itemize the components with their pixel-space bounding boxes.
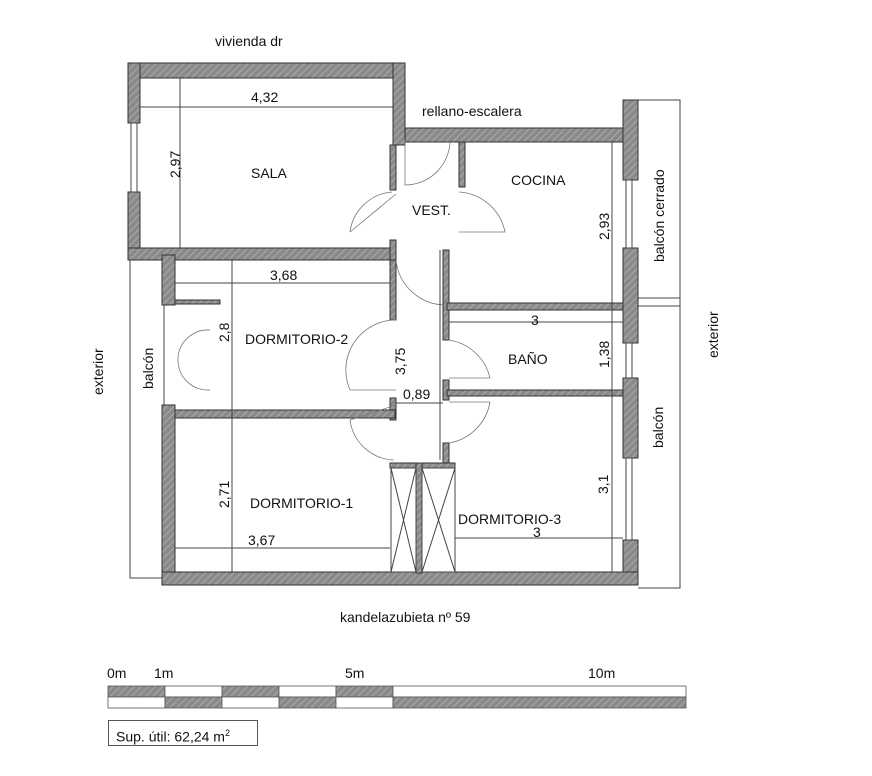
dim-dorm2-width: 3,68 [270, 267, 297, 283]
dim-dorm2-depth: 2,8 [216, 322, 232, 342]
scale-tick-10m: 10m [588, 665, 615, 681]
scale-bar: 0m 1m 5m 10m [107, 665, 687, 709]
balcony-left [129, 259, 165, 579]
dim-dorm1-depth: 2,71 [216, 481, 232, 508]
balcony-left-label: balcón [140, 348, 156, 389]
room-cocina: COCINA [511, 172, 566, 188]
useful-area-label: Sup. útil: 62,24 m [116, 728, 225, 745]
scale-tick-0m: 0m [107, 665, 126, 681]
landing-label: rellano-escalera [422, 103, 522, 119]
dim-sala-depth: 2,97 [167, 151, 183, 178]
dim-sala-width: 4,32 [251, 89, 278, 105]
scale-tick-5m: 5m [345, 665, 364, 681]
dimension-lines [140, 78, 623, 572]
plan-title: vivienda dr [215, 33, 283, 49]
exterior-left-label: exterior [90, 348, 106, 395]
exterior-right-label: exterior [705, 311, 721, 358]
room-dormitorio-3: DORMITORIO-3 [458, 511, 561, 527]
closet [390, 467, 456, 573]
address-label: kandelazubieta nº 59 [340, 609, 471, 625]
room-vest: VEST. [412, 202, 451, 218]
dim-dorm3-width: 3 [533, 524, 541, 540]
scale-tick-1m: 1m [154, 665, 173, 681]
dim-bano-width: 3 [531, 312, 539, 328]
useful-area-box: Sup. útil: 62,24 m2 [108, 720, 258, 746]
dim-dorm3-depth: 3,1 [595, 474, 611, 494]
dim-dorm1-width: 3,67 [248, 532, 275, 548]
balcony-right [638, 305, 681, 589]
dim-vest-width: 0,89 [403, 386, 430, 402]
doors [177, 140, 506, 461]
dim-cocina-depth: 2,93 [596, 213, 612, 240]
balcony-right-label: balcón [650, 407, 666, 448]
dim-vest-depth: 3,75 [392, 348, 408, 375]
room-dormitorio-2: DORMITORIO-2 [245, 331, 348, 347]
useful-area-unit-exponent: 2 [224, 728, 230, 738]
walls [127, 62, 639, 586]
room-sala: SALA [251, 165, 287, 181]
room-bano: BAÑO [508, 351, 548, 367]
dim-bano-depth: 1,38 [596, 341, 612, 368]
room-dormitorio-1: DORMITORIO-1 [250, 495, 353, 511]
balcony-closed-label: balcón cerrado [651, 169, 667, 262]
